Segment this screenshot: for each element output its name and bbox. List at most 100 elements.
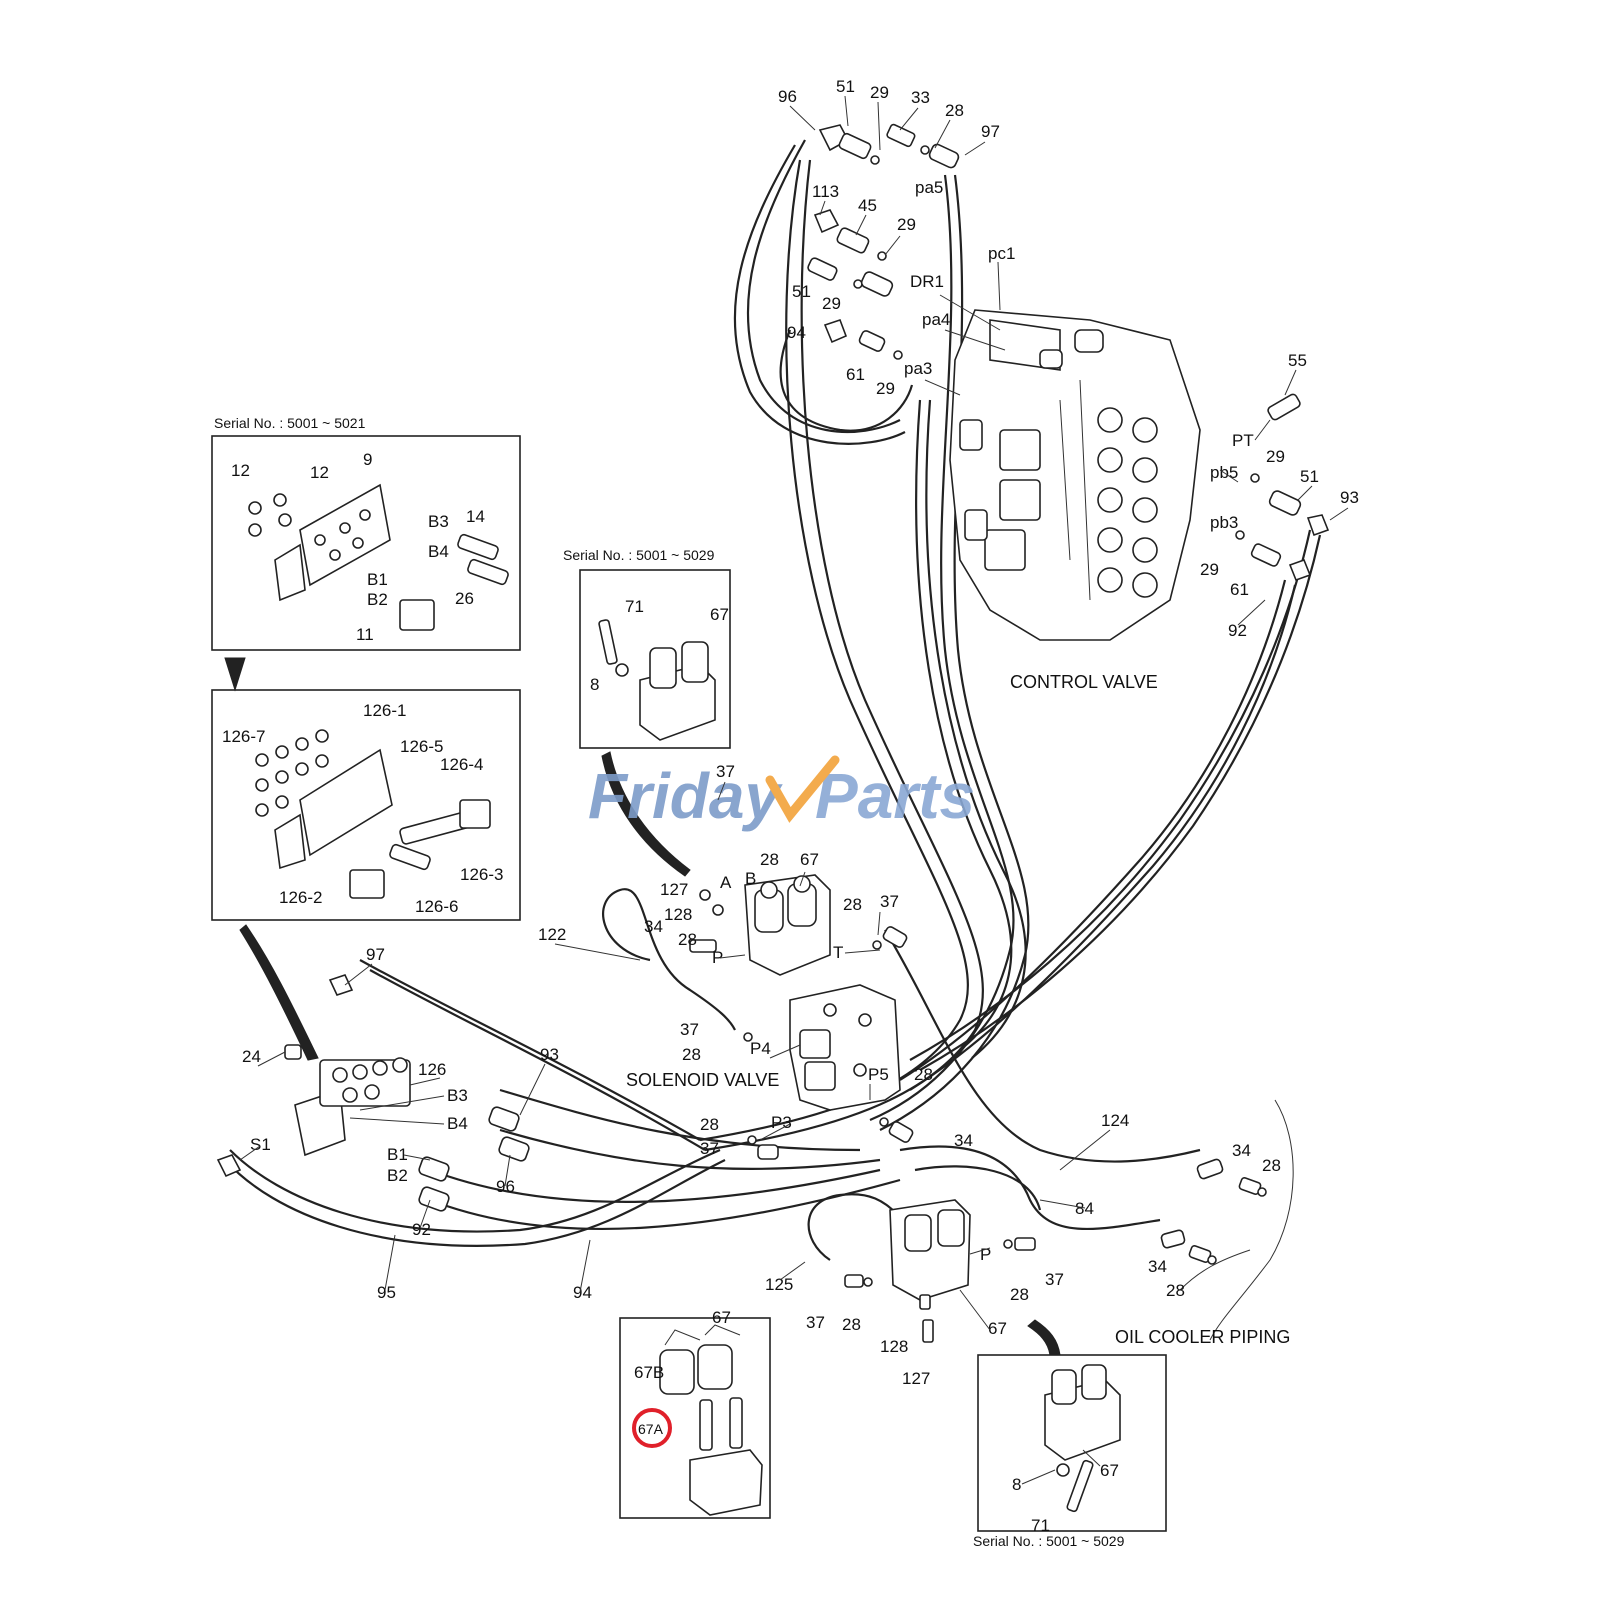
left-manifold	[216, 974, 530, 1212]
callout: 51	[1300, 467, 1319, 486]
callout: 67B	[634, 1363, 664, 1382]
callout: P	[712, 948, 723, 967]
label-solenoid-valve: SOLENOID VALVE	[626, 1070, 779, 1090]
label-serial-a: Serial No. : 5001 ~ 5021	[214, 415, 366, 431]
callout: 28	[678, 930, 697, 949]
callout: 8	[1012, 1475, 1021, 1494]
callout: B	[745, 869, 756, 888]
callout: 34	[1232, 1141, 1251, 1160]
leader-lines	[239, 95, 1349, 1485]
inset-solenoid-top	[579, 569, 731, 749]
callout: 12	[310, 463, 329, 482]
callout: 34	[954, 1131, 973, 1150]
hose-bundle	[224, 139, 1322, 1341]
callout: B3	[428, 512, 449, 531]
callout: 127	[902, 1369, 930, 1388]
callout: pa4	[922, 310, 950, 329]
callout: pa3	[904, 359, 932, 378]
callout: PT	[1232, 431, 1254, 450]
inset-solenoid-coils	[619, 1317, 771, 1519]
callout: 97	[366, 945, 385, 964]
callout: 34	[644, 917, 663, 936]
callout: 61	[1230, 580, 1249, 599]
callout: 126-6	[415, 897, 458, 916]
watermark-accent-stroke	[765, 755, 840, 823]
callout: 12	[231, 461, 250, 480]
callout: 28	[945, 101, 964, 120]
callout: 11	[356, 625, 374, 644]
callout: pc1	[988, 244, 1015, 263]
callout: 126-2	[279, 888, 322, 907]
callout: 37	[880, 892, 899, 911]
callout: pa5	[915, 178, 943, 197]
callout: 126-3	[460, 865, 503, 884]
callout: 113	[812, 182, 839, 201]
callout: 67	[712, 1308, 731, 1327]
callout: DR1	[910, 272, 944, 291]
control-valve	[949, 309, 1201, 641]
inset-pointers	[224, 657, 1061, 1356]
callout: 92	[1228, 621, 1247, 640]
callout: 29	[870, 83, 889, 102]
callout: 28	[843, 895, 862, 914]
callout: 95	[377, 1283, 396, 1302]
callout: 128	[880, 1337, 908, 1356]
callout: 84	[1075, 1199, 1094, 1218]
callout: 125	[765, 1275, 793, 1294]
callout: 127	[660, 880, 688, 899]
callout: B1	[387, 1145, 408, 1164]
callout: 28	[760, 850, 779, 869]
part-callouts: 96 51 29 33 28 97 pa5 113 45 29 pc1 DR1 …	[222, 77, 1359, 1535]
watermark-text-friday: Friday	[588, 760, 783, 832]
top-fittings	[807, 123, 1330, 582]
callout: 29	[822, 294, 841, 313]
callout: 37	[806, 1313, 825, 1332]
callout: 94	[573, 1283, 592, 1302]
callout: 126	[418, 1060, 446, 1079]
callout: 67	[988, 1319, 1007, 1338]
callout: P4	[750, 1039, 771, 1058]
callout: 37	[716, 762, 735, 781]
callout: 71	[625, 597, 644, 616]
callout: 96	[496, 1177, 515, 1196]
callout: A	[720, 873, 732, 892]
callout: B3	[447, 1086, 468, 1105]
callout: 126-5	[400, 737, 443, 756]
callout: 28	[700, 1115, 719, 1134]
callout: 37	[700, 1139, 719, 1158]
callout: P5	[868, 1065, 889, 1084]
callout: 33	[911, 88, 930, 107]
callout: 28	[1166, 1281, 1185, 1300]
label-oil-cooler-piping: OIL COOLER PIPING	[1115, 1327, 1290, 1347]
callout: 26	[455, 589, 474, 608]
callout: 97	[981, 122, 1000, 141]
callout: 37	[1045, 1270, 1064, 1289]
callout: 24	[242, 1047, 261, 1066]
callout: 8	[590, 675, 599, 694]
callout: 29	[1200, 560, 1219, 579]
callout: 67	[800, 850, 819, 869]
callout: 124	[1101, 1111, 1129, 1130]
callout: B4	[447, 1114, 468, 1133]
callout: 126-4	[440, 755, 483, 774]
solenoid-valve	[689, 874, 1267, 1343]
callout: 45	[858, 196, 877, 215]
inset-solenoid-bottom	[977, 1354, 1167, 1532]
callout: 122	[538, 925, 566, 944]
label-serial-b: Serial No. : 5001 ~ 5029	[563, 547, 715, 563]
label-serial-c: Serial No. : 5001 ~ 5029	[973, 1533, 1125, 1549]
callout: 28	[914, 1065, 933, 1084]
callout: 93	[540, 1045, 559, 1064]
callout: P	[980, 1245, 991, 1264]
callout: 29	[876, 379, 895, 398]
label-control-valve: CONTROL VALVE	[1010, 672, 1158, 692]
part-67a-highlight	[632, 1408, 672, 1448]
callout: 9	[363, 450, 372, 469]
callout: 126-1	[363, 701, 406, 720]
callout: 55	[1288, 351, 1307, 370]
callout: 93	[1340, 488, 1359, 507]
callout: 126-7	[222, 727, 265, 746]
callout: 92	[412, 1220, 431, 1239]
watermark: Friday Parts	[588, 755, 975, 832]
